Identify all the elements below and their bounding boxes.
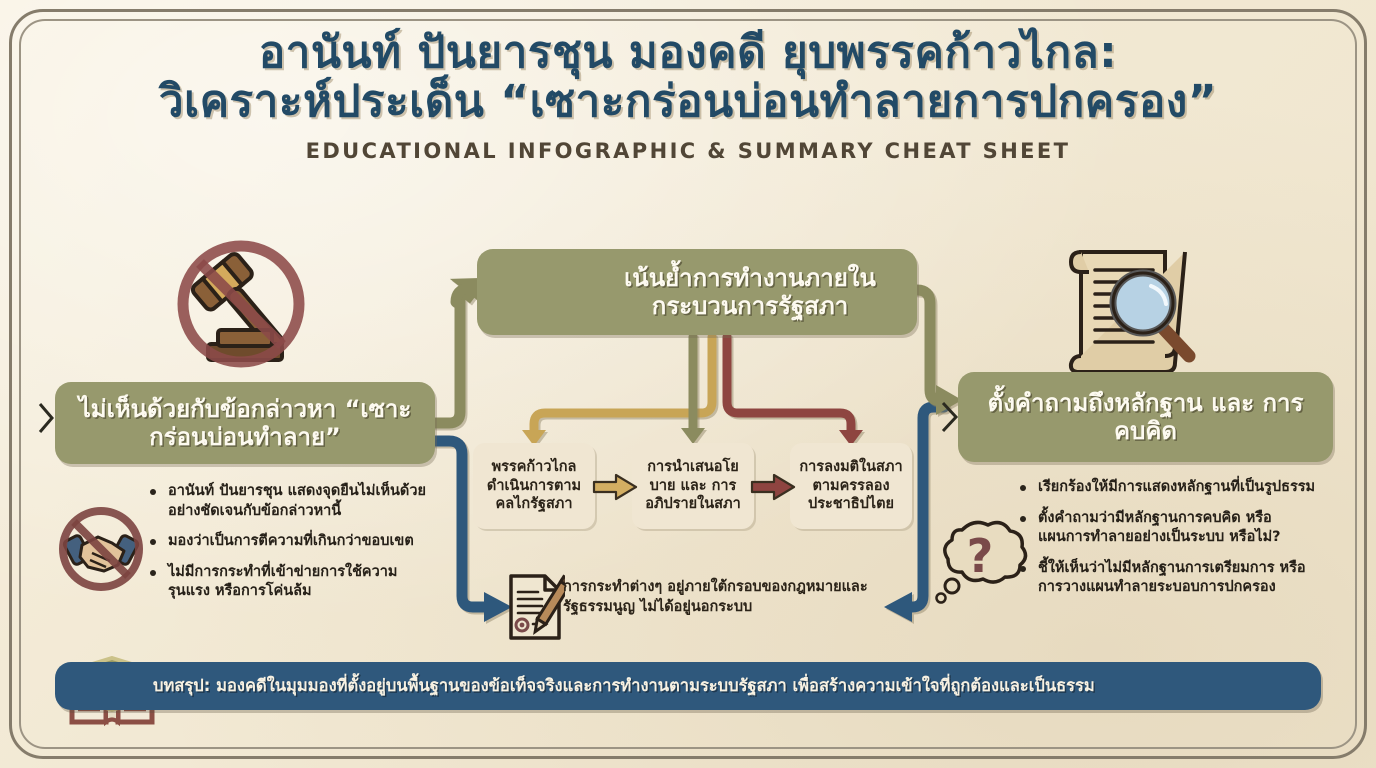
connector-chevron-right-head [941, 401, 959, 433]
list-item: ชี้ให้เห็นว่าไม่มีหลักฐานการเตรียมการ หร… [1018, 559, 1318, 598]
center-panel-heading: เน้นย้ำการทำงานภายในกระบวนการรัฐสภา [477, 249, 917, 335]
process-step-3-text: การลงมติในสภาตามครรลองประชาธิปไตย [799, 458, 903, 513]
center-panel-heading-text: เน้นย้ำการทำงานภายในกระบวนการรัฐสภา [624, 263, 876, 320]
parliament-icon-slot [485, 252, 577, 332]
no-gavel-icon [158, 234, 324, 384]
page-subtitle: EDUCATIONAL INFOGRAPHIC & SUMMARY CHEAT … [305, 138, 1071, 163]
list-item: ไม่มีการกระทำที่เข้าข่ายการใช้ความรุนแรง… [148, 563, 428, 602]
left-panel-heading-text: ไม่เห็นด้วยกับข้อกล่าวหา “เซาะกร่อนบ่อนท… [78, 394, 412, 451]
connector-center-to-right-head [911, 284, 962, 415]
svg-text:?: ? [967, 529, 994, 583]
process-step-box-2: การนำเสนอโยบาย และ การอภิปรายในสภา [632, 443, 754, 529]
connector-center-to-step1 [522, 332, 717, 446]
connector-chevron-left-head [38, 403, 54, 433]
list-item: อานันท์ ปันยารชุน แสดงจุดยืนไม่เห็นด้วยอ… [148, 482, 428, 521]
thought-bubble-question-icon: ? [930, 512, 1030, 612]
process-step-1-text: พรรคก้าวไกลดำเนินการตามคลไกรัฐสภา [486, 458, 582, 513]
scroll-magnifier-icon [1057, 236, 1207, 374]
no-handshake-icon [52, 497, 150, 595]
document-pen-icon [505, 572, 575, 642]
step-arrow-2-to-3 [750, 473, 796, 501]
list-item: ตั้งคำถามว่ามีหลักฐานการคบคิด หรือแผนการ… [1018, 509, 1318, 548]
process-step-box-1: พรรคก้าวไกลดำเนินการตามคลไกรัฐสภา [473, 443, 595, 529]
page-title-line2: วิเคราะห์ประเด็น “เซาะกร่อนบ่อนทำลายการป… [158, 76, 1218, 128]
left-panel-heading: ไม่เห็นด้วยกับข้อกล่าวหา “เซาะกร่อนบ่อนท… [55, 382, 435, 464]
right-panel-heading: ตั้งคำถามถึงหลักฐาน และ การคบคิด [958, 372, 1333, 462]
step-arrow-1-to-2 [592, 473, 638, 501]
right-panel-heading-text: ตั้งคำถามถึงหลักฐาน และ การคบคิด [987, 388, 1304, 445]
connector-center-to-step3 [722, 332, 863, 446]
center-panel-note: การกระทำต่างๆ อยู่ภายใต้กรอบของกฎหมายและ… [563, 579, 868, 616]
list-item: เรียกร้องให้มีการแสดงหลักฐานที่เป็นรูปธร… [1018, 478, 1318, 498]
process-step-box-3: การลงมติในสภาตามครรลองประชาธิปไตย [790, 443, 912, 529]
summary-bar: บทสรุป: มองคดีในมุมมองที่ตั้งอยู่บนพื้นฐ… [55, 662, 1321, 710]
process-step-2-text: การนำเสนอโยบาย และ การอภิปรายในสภา [645, 458, 741, 513]
left-panel-bullet-list: อานันท์ ปันยารชุน แสดงจุดยืนไม่เห็นด้วยอ… [148, 482, 428, 613]
page-header: อานันท์ ปันยารชุน มองคดี ยุบพรรคก้าวไกล:… [0, 28, 1376, 163]
connector-center-to-step2 [681, 332, 705, 444]
list-item: มองว่าเป็นการตีความที่เกินกว่าขอบเขต [148, 532, 428, 552]
page-title-line1: อานันท์ ปันยารชุน มองคดี ยุบพรรคก้าวไกล: [258, 27, 1118, 78]
right-panel-bullet-list: เรียกร้องให้มีการแสดงหลักฐานที่เป็นรูปธร… [1018, 478, 1318, 609]
summary-text: บทสรุป: มองคดีในมุมมองที่ตั้งอยู่บนพื้นฐ… [153, 676, 1095, 695]
